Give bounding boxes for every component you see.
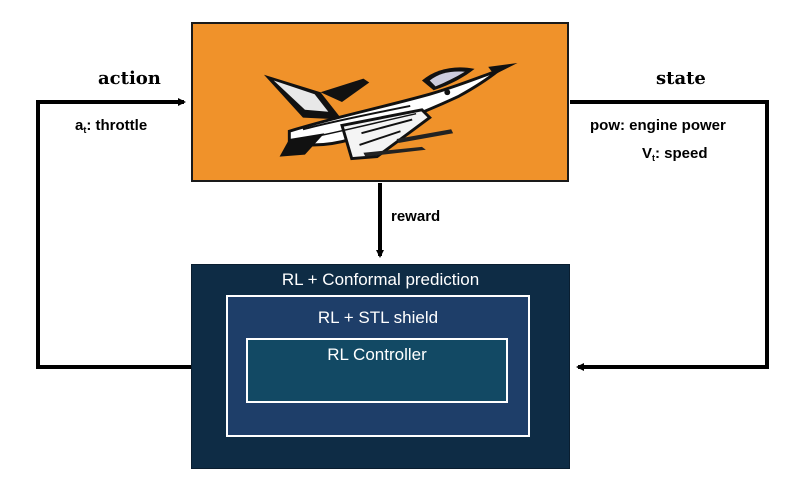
action-desc: : throttle xyxy=(86,117,148,134)
rl-controller-box: RL Controller xyxy=(246,338,508,403)
speed-sub: t xyxy=(652,153,656,163)
state-arrow xyxy=(570,100,769,371)
state-label: state xyxy=(656,68,706,89)
speed-var: V xyxy=(642,145,653,162)
action-variable-label: at: throttle xyxy=(75,117,147,135)
environment-box xyxy=(191,22,569,182)
state-power-label: pow: engine power xyxy=(590,117,726,134)
middle-title: RL + STL shield xyxy=(317,308,439,327)
outer-title: RL + Conformal prediction xyxy=(281,270,480,289)
speed-desc: : speed xyxy=(655,145,708,162)
action-var: a xyxy=(75,117,84,134)
inner-title: RL Controller xyxy=(327,345,427,364)
fighter-jet-icon xyxy=(263,63,518,161)
action-arrow xyxy=(36,98,192,369)
action-label: action xyxy=(98,68,161,89)
reward-label: reward xyxy=(391,208,441,225)
action-sub: t xyxy=(83,125,87,135)
state-speed-label: Vt: speed xyxy=(642,145,708,163)
